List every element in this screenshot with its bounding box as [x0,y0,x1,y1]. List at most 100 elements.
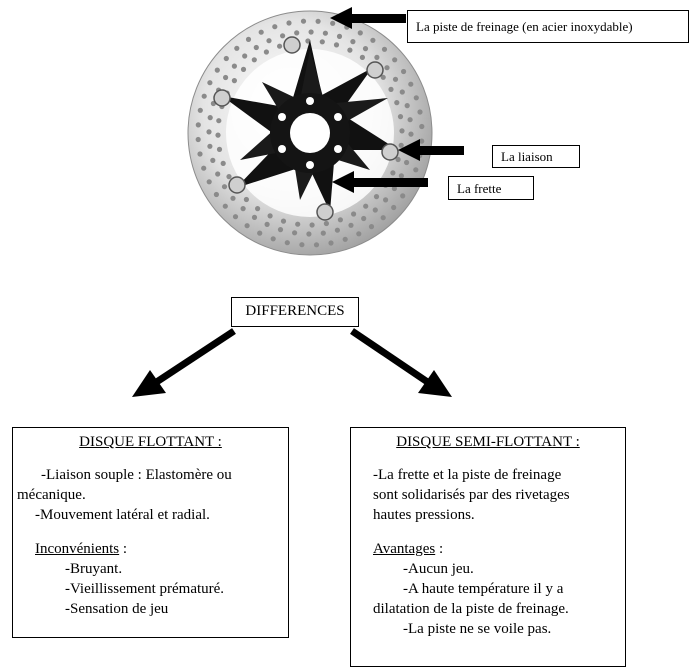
track-hole [280,33,286,39]
semi-floating-disc-panel: DISQUE SEMI-FLOTTANT : -La frette et la … [350,427,626,667]
track-hole [201,93,207,99]
track-hole [240,206,246,212]
track-hole [319,39,325,45]
advantage-item-2-cont: dilatation de la piste de freinage. [373,601,569,617]
advantages-heading: Avantages : [351,539,625,559]
track-hole [401,68,407,75]
track-hole [380,215,386,221]
arrow-to-semi-floating [350,328,452,397]
track-hole [419,138,425,144]
drawback-item-2: -Vieillissement prématuré. [65,581,225,597]
track-hole [356,231,362,237]
track-hole [320,230,326,236]
track-hole [398,142,404,148]
track-hole [258,29,264,35]
track-hole [295,221,301,227]
track-hole [336,33,343,40]
track-hole [350,39,356,45]
track-hole [284,240,290,246]
track-hole [337,217,343,223]
floating-line-2: mécanique. [17,487,86,503]
track-hole [313,242,320,248]
track-hole [242,53,248,59]
track-hole [214,67,220,73]
track-hole [195,122,201,128]
track-hole [292,230,298,236]
track-hole [277,227,284,233]
track-hole [397,114,404,120]
track-hole [413,167,419,173]
track-hole [408,81,414,87]
track-hole [362,46,369,52]
track-hole [245,36,252,43]
floating-line-3: -Mouvement latéral et radial. [35,507,210,523]
track-hole [272,24,278,30]
drawbacks-colon: : [119,541,128,557]
track-hole [230,195,236,201]
track-hole [333,42,340,48]
track-hole [201,165,207,171]
track-hole [330,20,336,26]
arrow-frette [332,171,428,193]
drawbacks-heading: Inconvénients : [13,539,288,559]
track-hole [243,196,249,203]
track-hole [263,49,269,55]
track-hole [207,80,213,86]
track-hole [392,57,398,63]
track-hole [361,215,367,222]
track-hole [207,115,213,121]
track-hole [390,170,396,176]
track-hole [255,206,261,212]
track-hole [322,30,328,36]
track-hole [408,131,414,137]
track-hole [206,129,212,135]
floating-line-1: -Liaison souple : Elastomère ou [41,467,232,483]
track-hole [323,220,329,227]
track-hole [299,242,305,248]
track-hole [213,191,219,198]
track-hole [220,160,226,166]
arrow-liaison [398,139,464,161]
track-hole [413,95,419,101]
track-hole [253,44,259,51]
arrow-piste [330,7,406,29]
track-hole [240,66,247,72]
track-hole [398,173,404,179]
track-hole [315,18,321,24]
semi-floating-disc-title: DISQUE SEMI-FLOTTANT : [396,434,580,450]
track-hole [286,20,292,26]
track-hole [215,171,221,177]
track-hole [357,30,363,36]
track-hole [404,159,410,166]
track-hole [391,204,397,211]
track-hole [231,78,237,84]
track-hole [399,89,405,95]
callout-braking-track: La piste de freinage (en acier inoxydabl… [407,10,689,43]
track-hole [300,18,307,24]
track-hole [223,55,229,62]
track-hole [270,236,276,242]
track-hole [407,117,413,123]
track-hole [266,38,272,44]
callout-frette: La frette [448,176,534,200]
track-hole [195,136,201,143]
track-hole [305,38,311,44]
track-hole [215,132,221,138]
track-hole [206,179,212,185]
track-hole [383,197,389,203]
track-hole [347,47,353,53]
track-hole [280,218,287,224]
track-hole [368,224,375,230]
track-hole [207,143,213,149]
track-hole [308,29,314,35]
track-hole [244,223,250,229]
track-hole [197,151,203,157]
track-hole [306,231,312,237]
semi-floating-line-2: sont solidarisés par des rivetages [373,487,570,503]
track-hole [404,103,410,109]
track-hole [348,222,354,228]
track-hole [234,45,240,51]
track-hole [232,214,239,220]
track-hole [294,30,300,36]
track-hole [222,203,228,209]
